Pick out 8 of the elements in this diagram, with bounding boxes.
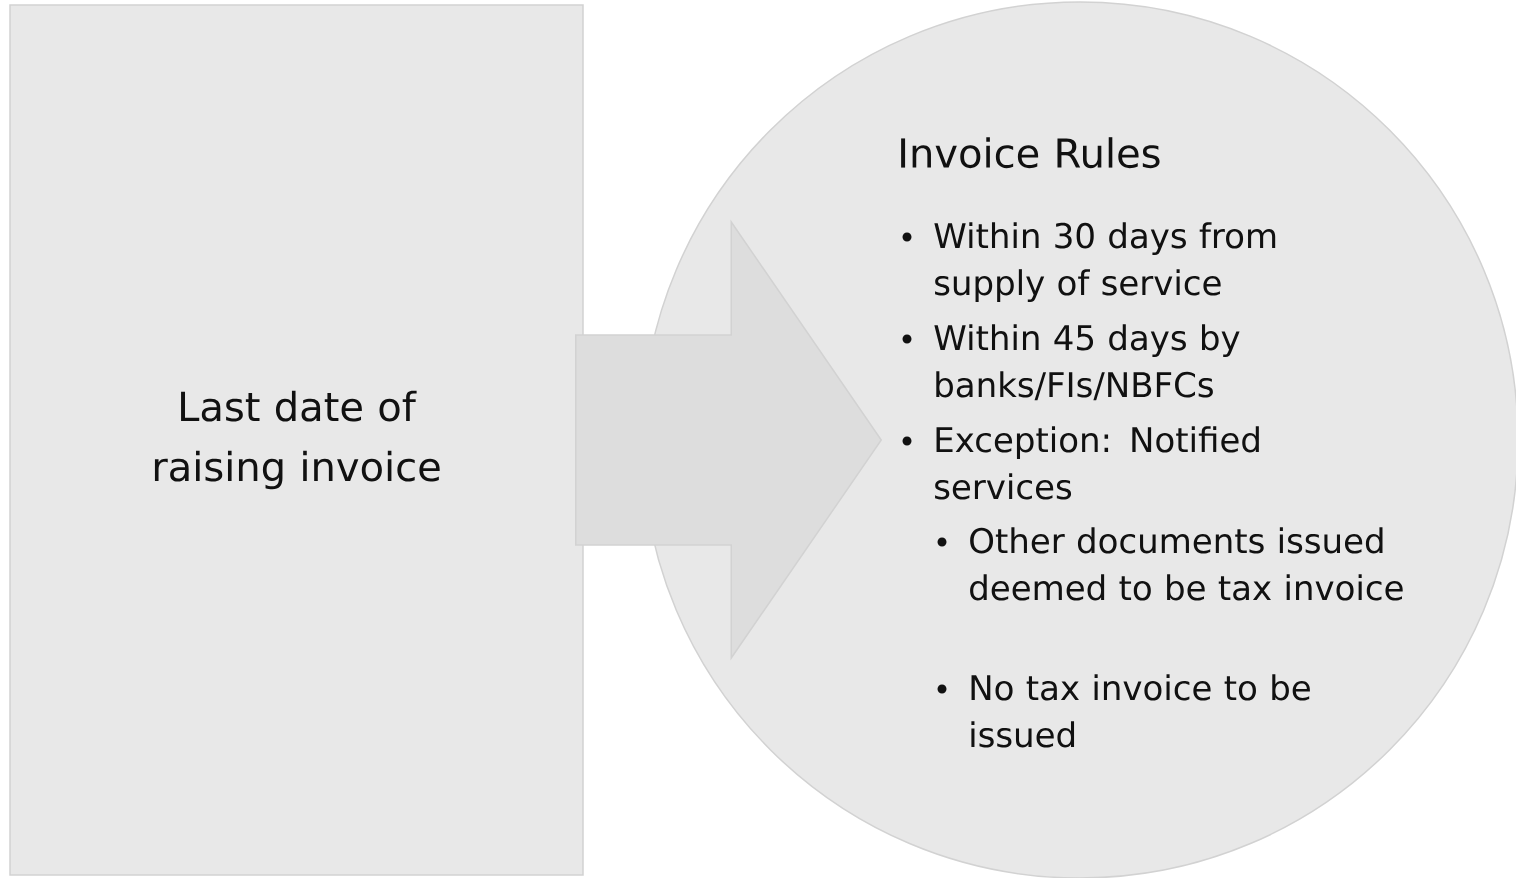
- bullet-text: Other documents issued deemed to be tax invoice: [970, 527, 1403, 601]
- bullet-text: Within 30 days from supply of service: [934, 222, 1276, 303]
- bullet-text: No tax invoice to be issued: [971, 674, 1310, 748]
- heading: Invoice Rules: [901, 137, 1160, 169]
- text-box: Last date of raising invoice: [9, 4, 584, 876]
- bullet-text: Exception: Notified services: [935, 426, 1259, 500]
- bullet-text: Within 45 days by banks/FIs/NBFCs: [934, 324, 1240, 401]
- block-arrow: [575, 219, 883, 661]
